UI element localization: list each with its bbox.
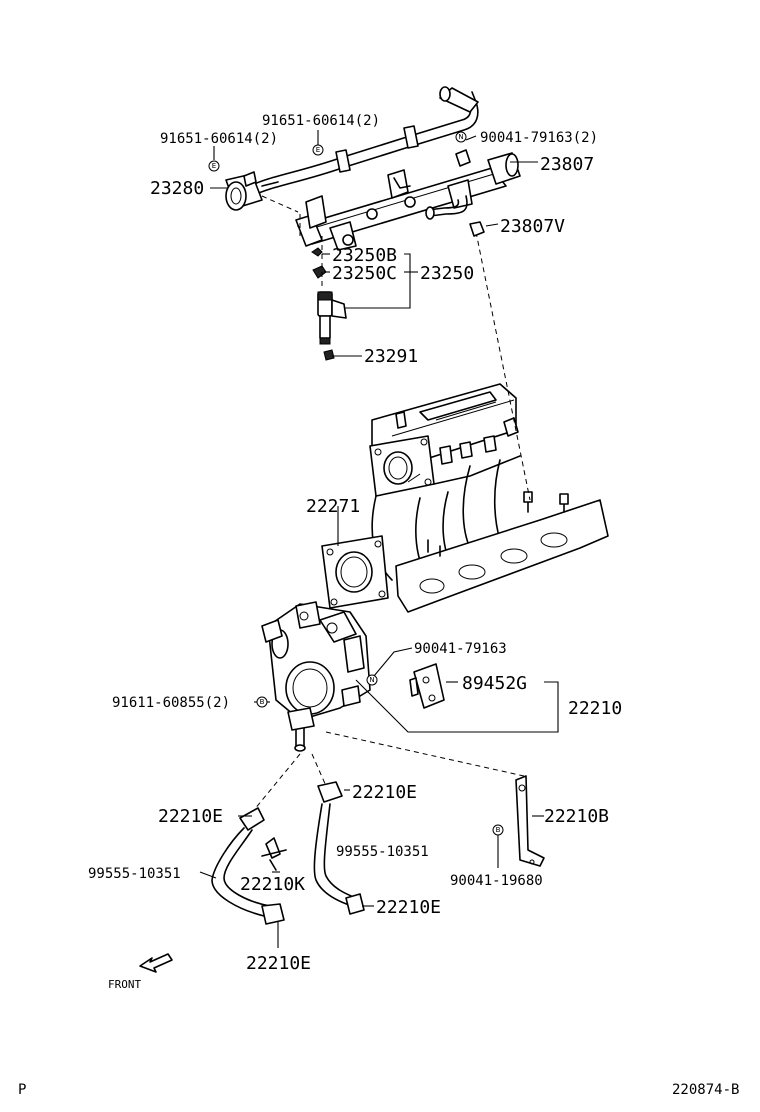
label-90041-79163-lower: 90041-79163 xyxy=(414,641,507,657)
label-23250: 23250 xyxy=(420,263,474,284)
label-23280: 23280 xyxy=(150,178,204,199)
label-90041-19680: 90041-19680 xyxy=(450,873,543,889)
front-arrow-icon xyxy=(139,953,173,973)
label-22271: 22271 xyxy=(306,496,360,517)
marker-b-2: B xyxy=(492,824,504,836)
label-99555-10351-left: 99555-10351 xyxy=(88,866,181,882)
svg-text:N: N xyxy=(458,133,463,141)
label-22210b: 22210B xyxy=(544,806,609,827)
fuel-pipe xyxy=(249,86,479,197)
label-89452g: 89452G xyxy=(462,673,527,694)
marker-n-2: N xyxy=(366,674,378,686)
label-23250c: 23250C xyxy=(332,263,397,284)
label-22210e-middle: 22210E xyxy=(352,782,417,803)
label-23807v: 23807V xyxy=(500,216,565,237)
marker-e-1: E xyxy=(208,160,220,172)
label-23807: 23807 xyxy=(540,154,594,175)
page-letter: P xyxy=(18,1082,26,1098)
label-91651-60614-left: 91651-60614(2) xyxy=(160,131,278,147)
part-labels: 91651-60614(2) 91651-60614(2) 90041-7916… xyxy=(18,113,739,1098)
pressure-regulator xyxy=(225,171,279,211)
injector-assembly xyxy=(311,247,347,361)
marker-b-1: B xyxy=(256,696,268,708)
label-90041-79163-upper: 90041-79163(2) xyxy=(480,130,598,146)
label-22210e-right: 22210E xyxy=(376,897,441,918)
label-91611-60855: 91611-60855(2) xyxy=(112,695,230,711)
label-23291: 23291 xyxy=(364,346,418,367)
svg-text:E: E xyxy=(316,146,320,154)
label-front: FRONT xyxy=(108,978,141,991)
label-22210e-bottom: 22210E xyxy=(246,953,311,974)
intake-manifold xyxy=(369,383,609,613)
diagram-code: 220874-B xyxy=(672,1082,739,1098)
label-23250b: 23250B xyxy=(332,245,397,266)
fuel-delivery-pipe xyxy=(295,152,521,251)
label-99555-10351-right: 99555-10351 xyxy=(336,844,429,860)
svg-text:N: N xyxy=(369,676,374,684)
reference-markers: E E N N B B xyxy=(208,131,504,836)
marker-e-2: E xyxy=(312,144,324,156)
marker-n-1: N xyxy=(455,131,467,143)
svg-text:B: B xyxy=(260,698,265,706)
label-22210k: 22210K xyxy=(240,874,305,895)
svg-text:E: E xyxy=(212,162,216,170)
water-hoses xyxy=(211,781,365,925)
bracket xyxy=(515,775,545,867)
throttle-position-sensor xyxy=(409,663,445,709)
gasket xyxy=(321,535,389,609)
assembly-lines xyxy=(253,231,531,811)
label-91651-60614-upper: 91651-60614(2) xyxy=(262,113,380,129)
label-22210: 22210 xyxy=(568,698,622,719)
throttle-body xyxy=(261,601,371,752)
svg-text:B: B xyxy=(496,826,501,834)
label-22210e-left: 22210E xyxy=(158,806,223,827)
